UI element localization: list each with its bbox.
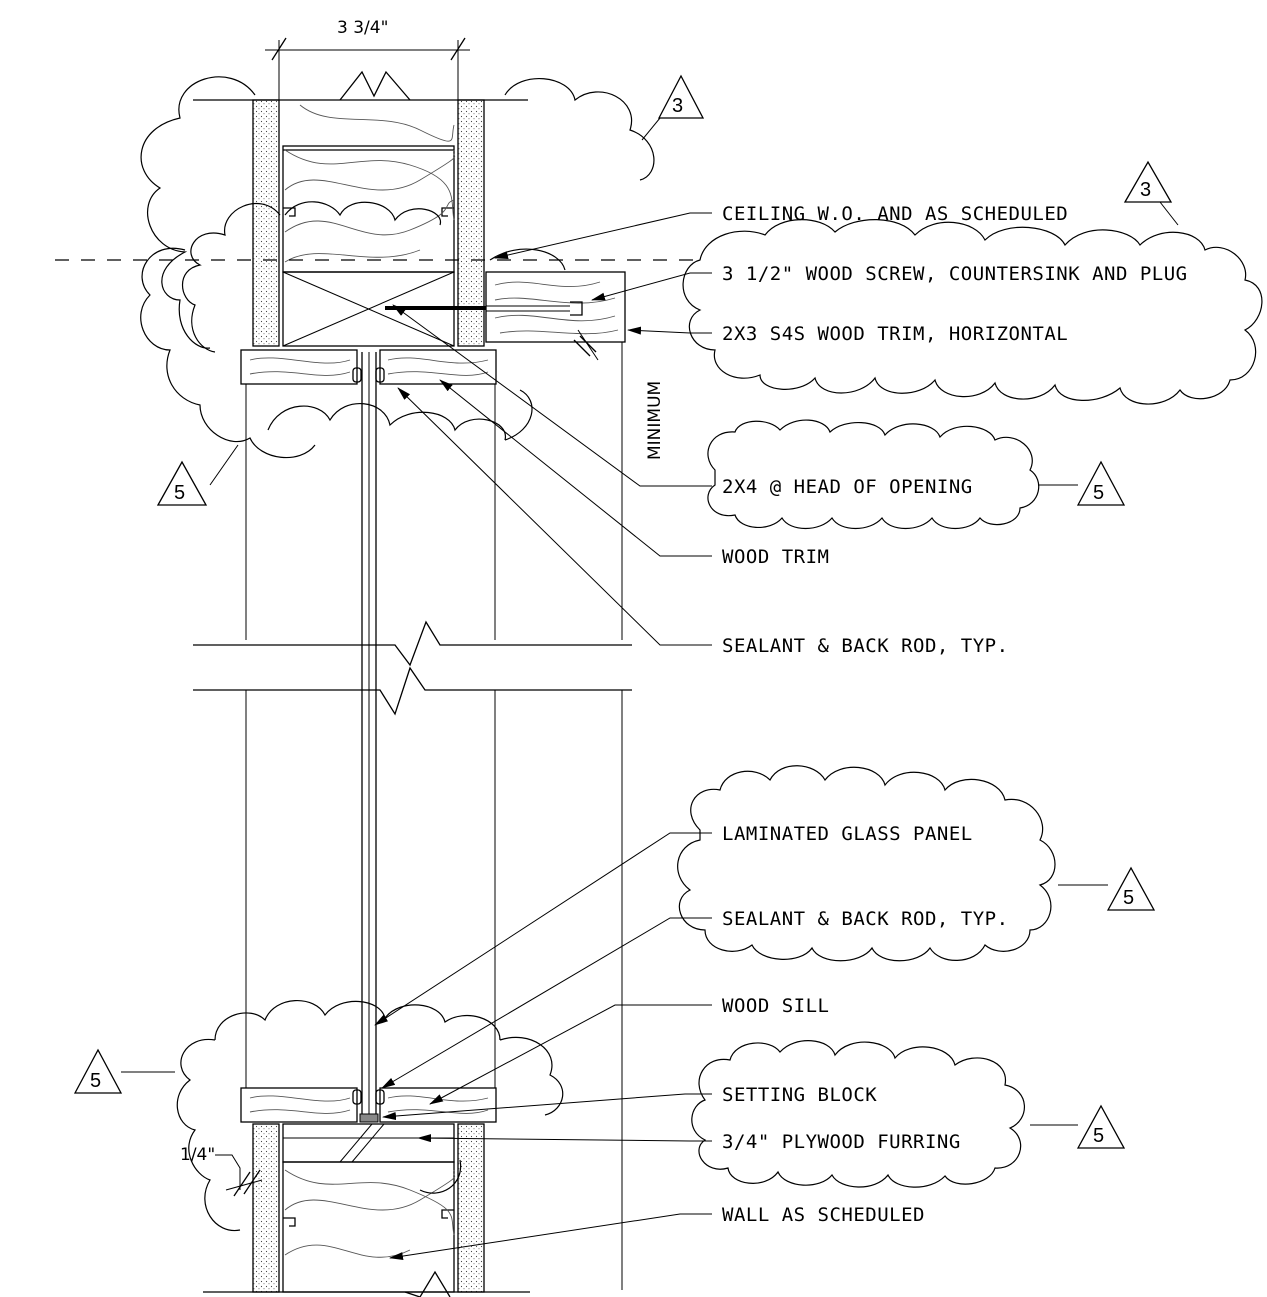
stud-track — [282, 145, 455, 273]
setting-block — [359, 1113, 379, 1123]
dimension-label-bottom: 1/4" — [180, 1145, 215, 1165]
dimension-minimum: MINIMUM — [573, 329, 665, 460]
break-line-icon — [404, 1270, 451, 1297]
revision-cloud-icon — [140, 76, 1263, 1232]
note-trim-horizontal: 2X3 S4S WOOD TRIM, HORIZONTAL — [722, 323, 1068, 345]
insulation — [284, 104, 456, 263]
notes: CEILING W.O. AND AS SCHEDULED 3 1/2" WOO… — [722, 203, 1188, 1226]
head-assembly — [193, 70, 626, 640]
wood-sill-left — [240, 1087, 358, 1123]
gypsum-board-left-bottom — [252, 1123, 280, 1293]
rev-tag-5-sill-note: 5 — [1093, 1125, 1104, 1147]
note-glass: LAMINATED GLASS PANEL — [722, 823, 973, 845]
gypsum-board-left-top — [252, 99, 280, 347]
gypsum-board-right-top — [457, 99, 485, 347]
dimension-label-top: 3 3/4" — [337, 18, 388, 38]
break-line-icon — [339, 70, 411, 101]
revision-triangle-icon: 3 3 5 5 5 5 5 — [73, 74, 1179, 1149]
dimension-top: 3 3/4" — [265, 18, 470, 100]
rev-tag-5-glass: 5 — [1123, 887, 1134, 909]
note-sealant-bottom: SEALANT & BACK ROD, TYP. — [722, 908, 1009, 930]
break-lines-middle — [193, 620, 632, 716]
note-screw: 3 1/2" WOOD SCREW, COUNTERSINK AND PLUG — [722, 263, 1188, 285]
note-wall: WALL AS SCHEDULED — [722, 1204, 925, 1226]
rev-tag-5-head: 5 — [174, 482, 185, 504]
leader-arrows — [374, 212, 712, 1261]
rev-tag-3-right: 3 — [1140, 179, 1151, 201]
glass-panel — [361, 352, 377, 1120]
rev-tag-5-sill: 5 — [90, 1070, 101, 1092]
dimension-bottom: 1/4" — [180, 1145, 263, 1197]
head-trim-right — [379, 349, 497, 385]
note-setting-block: SETTING BLOCK — [722, 1084, 877, 1106]
note-sill: WOOD SILL — [722, 995, 829, 1017]
rev-tag-5-head-note: 5 — [1093, 482, 1104, 504]
note-ceiling: CEILING W.O. AND AS SCHEDULED — [722, 203, 1068, 225]
note-sealant-top: SEALANT & BACK ROD, TYP. — [722, 635, 1009, 657]
gypsum-board-right-bottom — [457, 1123, 485, 1293]
wood-sill-right — [379, 1087, 497, 1123]
rev-tag-3-top: 3 — [672, 95, 683, 117]
head-trim-left — [240, 349, 358, 385]
note-plywood: 3/4" PLYWOOD FURRING — [722, 1131, 961, 1153]
note-wood-trim: WOOD TRIM — [722, 546, 829, 568]
sill-assembly — [203, 690, 623, 1297]
minimum-label: MINIMUM — [645, 381, 665, 460]
note-head-2x4: 2X4 @ HEAD OF OPENING — [722, 476, 973, 498]
